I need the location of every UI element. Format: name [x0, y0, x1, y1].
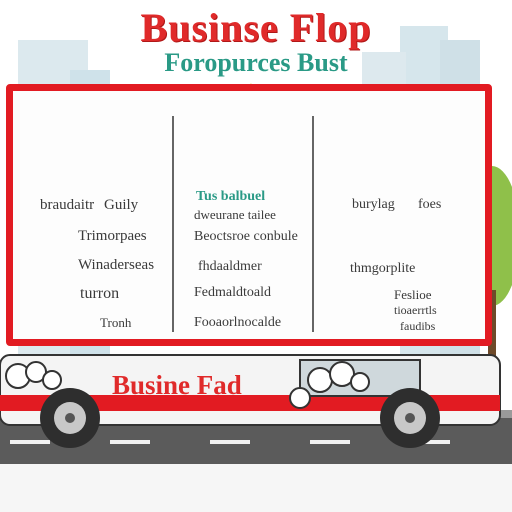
col2-item: dweurane tailee [194, 207, 276, 222]
poster-subtitle: Foropurces Bust [164, 48, 348, 77]
col3-item: burylag [352, 197, 395, 212]
wheel-left [40, 388, 100, 448]
board-divider-1 [172, 116, 174, 332]
truck-illustration [0, 354, 501, 448]
col1-item: turron [80, 285, 120, 302]
road-markings [10, 440, 450, 444]
col2-item: Beoctsroe conbule [194, 229, 298, 244]
col1-item: Tronh [100, 315, 132, 330]
col2-item: Fedmaldtoald [194, 285, 271, 300]
col3-item: tioaerrtls [394, 303, 437, 317]
col1-item: Trimorpaes [78, 228, 147, 244]
col2-item: fhdaaldmer [198, 259, 262, 274]
col3-item: foes [418, 197, 442, 212]
col3-item: faudibs [400, 319, 436, 333]
menu-board [6, 84, 492, 346]
col3-item: Feslioe [394, 287, 432, 302]
col2-item: Fooaorlnocalde [194, 315, 282, 330]
col1-item: Guily [104, 197, 139, 213]
col3-item: thmgorplite [350, 261, 416, 276]
col1-item: Winaderseas [78, 257, 155, 273]
col1-item: braudaitr [40, 197, 95, 213]
poster-title: Businse Flop [140, 5, 372, 50]
col2-item: Tus balbuel [196, 189, 266, 204]
wheel-right [380, 388, 440, 448]
truck-name: Busine Fad [112, 370, 242, 400]
board-divider-2 [312, 116, 314, 332]
